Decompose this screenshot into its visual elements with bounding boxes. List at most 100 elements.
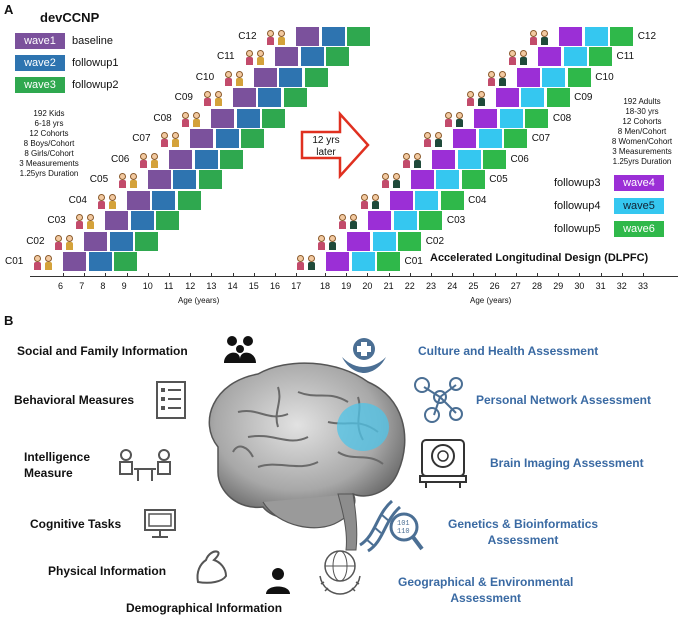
globe-icon <box>319 550 361 595</box>
adult-figure <box>540 29 549 45</box>
x-tick-label: 19 <box>341 281 352 291</box>
figure-body <box>318 241 326 250</box>
x-tick-label: 13 <box>206 281 217 291</box>
cohort-label-right: C05 <box>489 174 508 185</box>
health-hands-icon <box>342 338 386 373</box>
cohort-label-left: C09 <box>174 92 193 103</box>
cohort-label-left: C11 <box>217 51 235 62</box>
panel-a-letter: A <box>4 2 14 17</box>
figure-body <box>371 200 379 209</box>
figure-body <box>350 221 358 229</box>
figure-body <box>435 139 443 147</box>
legend-wave5: wave5 <box>614 198 664 214</box>
figure-body <box>414 159 421 168</box>
cohort-bar <box>114 252 137 271</box>
cohort-label-left: C04 <box>68 194 87 206</box>
figure-body <box>66 241 74 250</box>
arrow-text-line: later <box>316 147 336 158</box>
x-tick-label: 26 <box>489 281 500 291</box>
figure-head <box>66 234 74 242</box>
cohort-bar <box>194 149 218 169</box>
cohort-label-right: C07 <box>531 133 551 144</box>
figure-head <box>371 193 379 201</box>
adult-figure <box>444 111 453 127</box>
cohort-bar <box>610 26 634 46</box>
kid-figure <box>150 152 159 168</box>
adult-figure <box>529 29 538 45</box>
kid-figure <box>192 111 201 127</box>
cohort-bar <box>546 88 570 107</box>
cohort-label-right: C02 <box>425 235 445 247</box>
cohort-figures <box>444 111 472 127</box>
svg-text:110: 110 <box>397 528 410 536</box>
monitor-icon <box>144 509 176 538</box>
x-tick <box>346 273 348 277</box>
figure-head <box>151 152 158 160</box>
figure-head <box>487 70 495 78</box>
x-tick <box>190 273 192 277</box>
figure-head <box>541 29 549 37</box>
kid-figure <box>266 29 275 45</box>
figure-body <box>424 139 432 147</box>
adult-figure <box>498 70 507 86</box>
x-tick <box>452 273 454 277</box>
cohort-bar <box>377 252 400 271</box>
figure-body <box>392 180 400 188</box>
cohort-bar <box>236 108 260 128</box>
cohort-bar <box>419 211 443 230</box>
figure-head <box>129 173 137 180</box>
cohort-bar <box>215 129 239 148</box>
cohort-bar <box>483 149 506 169</box>
cohort-bar <box>262 108 286 128</box>
figure-head <box>466 91 474 98</box>
arrow-text-line: 12 yrs <box>312 135 340 146</box>
label-personal-network: Personal Network Assessment <box>476 393 651 407</box>
adult-figure <box>371 193 380 209</box>
cohort-figures <box>203 90 231 106</box>
study-title: devCCNP <box>40 10 100 25</box>
kids-info-line: 1.25yrs Duration <box>19 169 79 178</box>
cohort-figures <box>508 49 536 65</box>
cohort-label-right: C11 <box>616 51 635 62</box>
cohort-label-left: C05 <box>89 174 109 185</box>
cohort-figures <box>224 70 252 86</box>
adults-info-line: 192 Adults <box>623 97 661 106</box>
cohort-bar <box>559 26 583 46</box>
x-tick-label: 22 <box>404 281 415 291</box>
figure-body <box>278 36 286 45</box>
kids-info-line: 192 Kids <box>33 109 65 118</box>
cohort-bar <box>542 67 566 87</box>
cohort-bar <box>525 108 549 128</box>
x-tick-label: 12 <box>185 281 196 291</box>
figure-body <box>214 98 222 106</box>
cohort-bar <box>321 26 345 46</box>
adult-figure <box>423 132 432 147</box>
arrow-text: 12 yrs later <box>306 135 346 159</box>
adult-figure <box>519 50 528 65</box>
cohort-bar <box>147 170 171 189</box>
cohort-bar <box>351 252 375 271</box>
kid-figure <box>203 91 212 106</box>
figure-body <box>87 221 95 229</box>
figure-body <box>108 200 116 209</box>
cohort-bar <box>296 26 320 46</box>
cohort-label-left: C07 <box>132 133 151 144</box>
figure-body <box>235 77 243 86</box>
cohort-figures <box>529 29 557 45</box>
x-tick-label: 29 <box>553 281 564 291</box>
figure-head <box>97 193 105 201</box>
cohort-bar <box>415 190 439 210</box>
cohort-bar <box>173 170 197 189</box>
cohort-bar <box>563 47 587 66</box>
figure-body <box>161 139 169 147</box>
kid-figure <box>277 29 286 45</box>
figure-head <box>214 91 222 98</box>
adult-figure <box>296 255 305 270</box>
x-tick-label: 24 <box>447 281 458 291</box>
legend-wave6: wave6 <box>614 221 664 237</box>
cohort-bar <box>156 211 180 230</box>
cohort-label-right: C01 <box>404 256 423 267</box>
label-geographical-line2: Assessment <box>450 591 522 605</box>
x-tick-label: 17 <box>291 281 302 291</box>
cohort-bar <box>275 47 298 66</box>
